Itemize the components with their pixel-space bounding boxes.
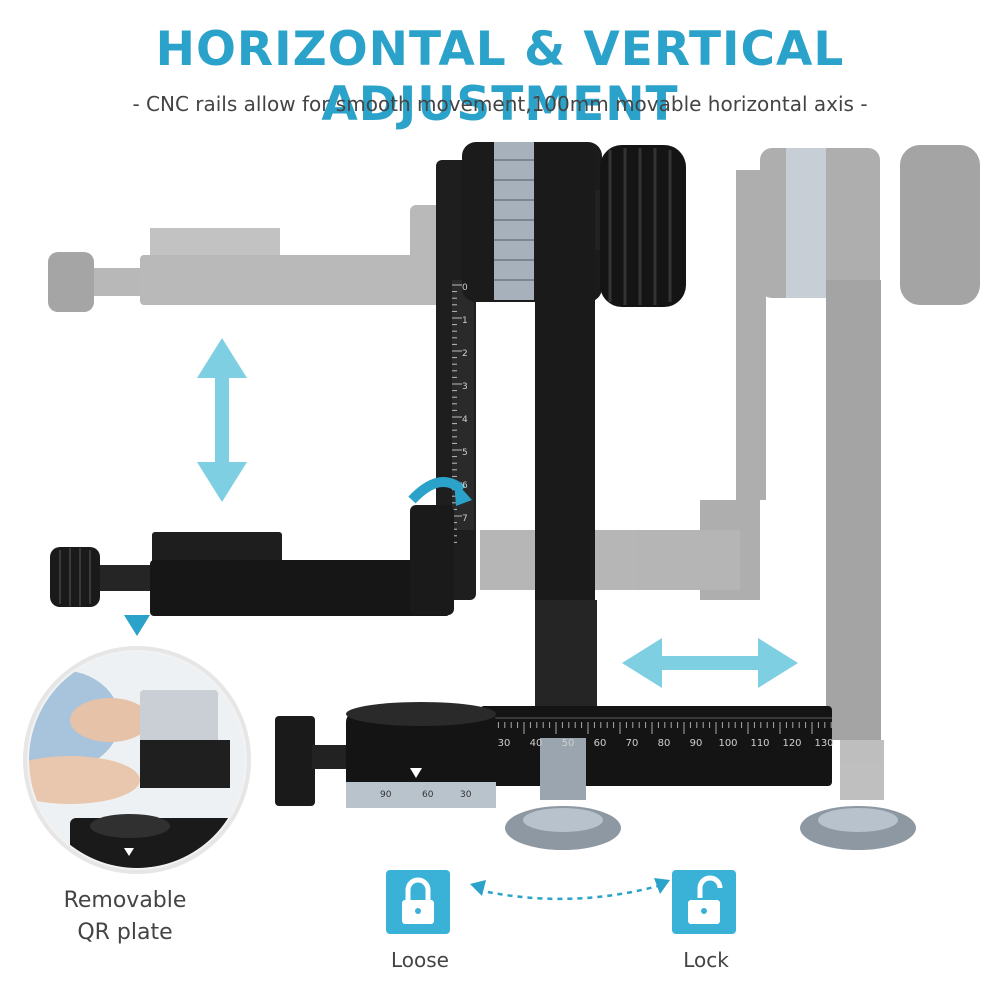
pointer-triangle-icon [124,615,150,636]
unlocked-padlock-icon [386,870,450,934]
main-arm [535,145,597,715]
vertical-scale-label: 1 [462,316,468,326]
vertical-scale-label: 0 [462,283,468,293]
lock-toggle-dashed-arrow [477,883,663,901]
qr-plate-caption-line2: QR plate [77,920,173,945]
qr-plate-inset [23,646,251,874]
lock-caption: Lock [683,948,729,972]
vertical-scale-label: 2 [462,349,468,359]
qr-plate-caption: Removable QR plate [40,885,210,949]
qr-plate-caption-line1: Removable [63,888,187,913]
vertical-scale-label: 7 [462,514,468,524]
vertical-scale-label: 3 [462,382,468,392]
dial-scale-label: 60 [422,790,434,800]
rail-scale-label: 100 [718,738,738,749]
horizontal-move-arrow-icon [622,638,798,688]
loose-caption: Loose [391,948,449,972]
rail-scale-label: 90 [689,738,703,749]
vertical-scale-label: 5 [462,448,468,458]
vertical-scale-label: 6 [462,481,468,491]
rail-scale-label: 70 [625,738,639,749]
page-subtitle: - CNC rails allow for smooth movement,10… [132,92,868,116]
locked-padlock-icon [672,870,736,934]
rail-scale-label: 30 [497,738,511,749]
dial-scale-label: 30 [460,790,472,800]
rail-scale-label: 60 [593,738,607,749]
base-dial [275,702,496,808]
ghost-gimbal-right [480,145,980,800]
rail-scale-label: 130 [814,738,834,749]
rail-scale-label: 50 [561,738,575,749]
lower-camera-plate [50,505,454,616]
vertical-scale-label: 4 [462,415,468,425]
rail-scale-label: 120 [782,738,802,749]
lock-knobs [505,738,916,850]
dial-scale-label: 90 [380,790,392,800]
rail-scale-label: 40 [529,738,543,749]
page-title: HORIZONTAL & VERTICAL ADJUSTMENT [155,22,845,132]
rail-scale-label: 110 [750,738,770,749]
ghost-plate-upper [48,205,460,312]
rail-scale-label: 80 [657,738,671,749]
vertical-move-arrow-icon [197,338,247,502]
